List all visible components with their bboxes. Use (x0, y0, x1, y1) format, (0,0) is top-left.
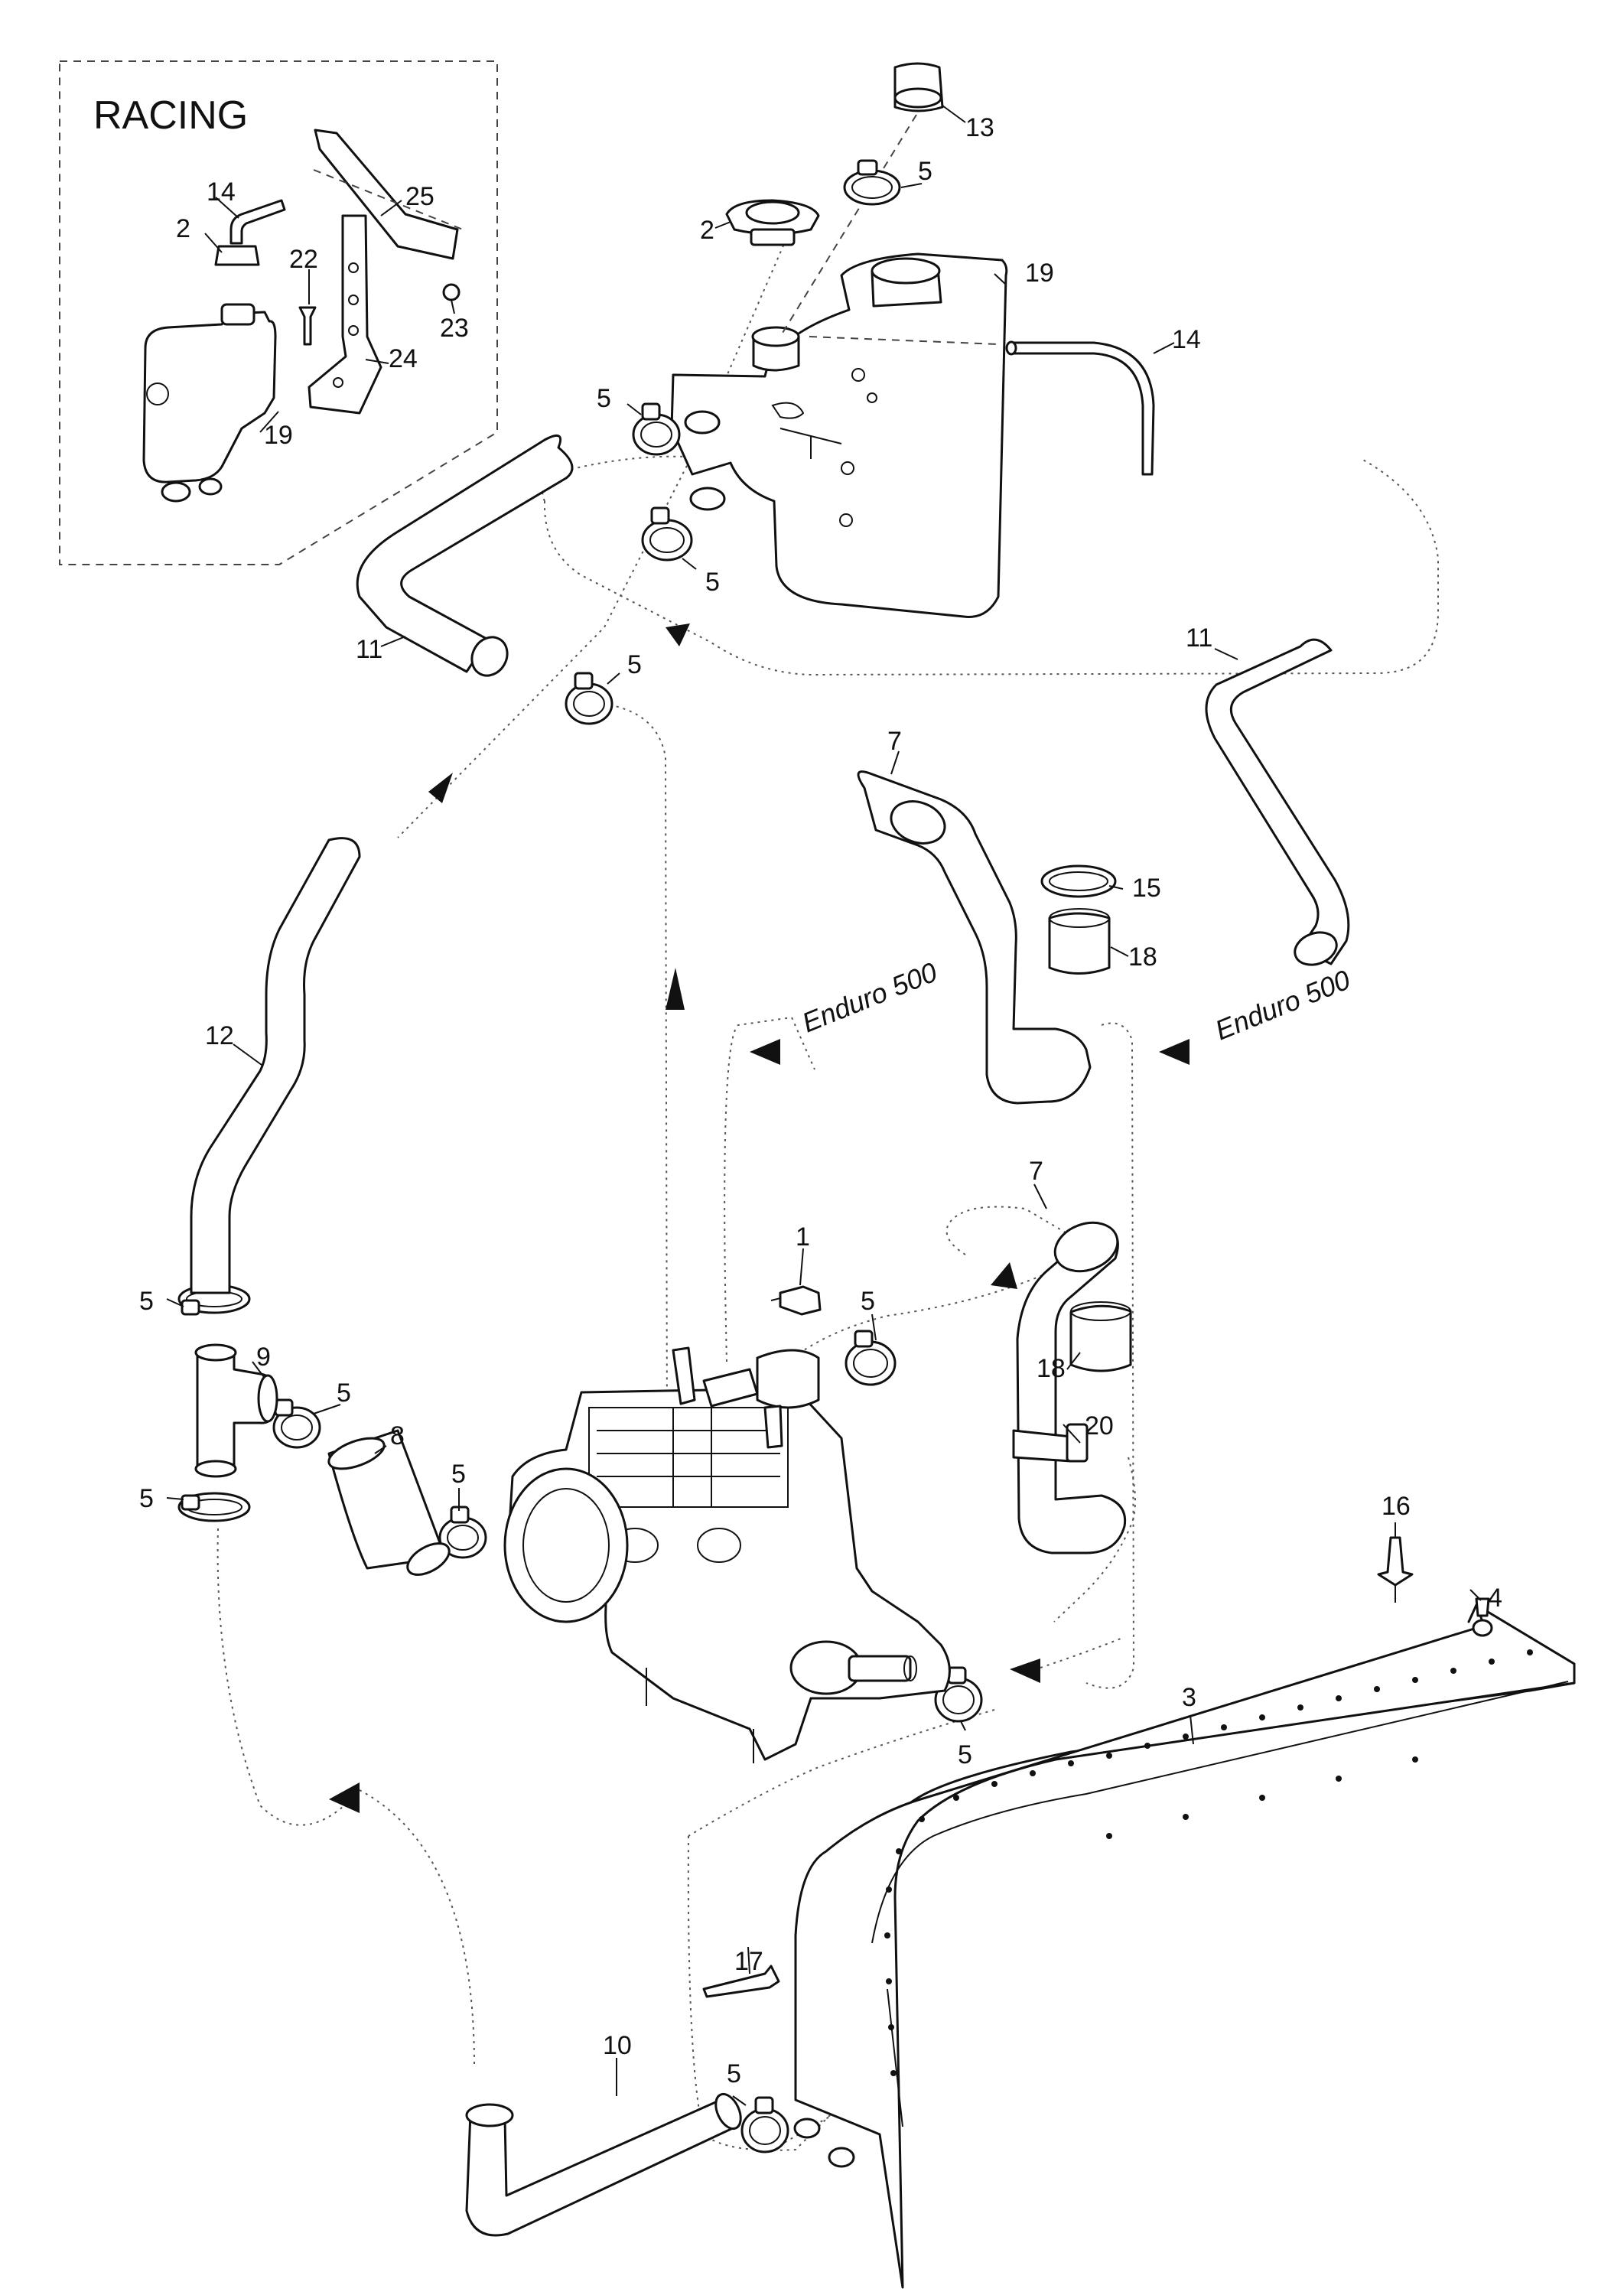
engine-block (503, 1346, 951, 1763)
racing-nut (442, 283, 461, 301)
label-5-hose8: 5 (451, 1460, 466, 1489)
racing-reservoir-outlet (161, 481, 191, 503)
screw-4 (1475, 1597, 1490, 1617)
racing-label-19: 19 (264, 421, 293, 450)
hose-12 (190, 837, 361, 1294)
reservoir-outlet-b (689, 487, 726, 511)
label-18-top: 18 (1128, 942, 1157, 972)
hose-7-middle (1016, 1222, 1127, 1554)
temperature-sensor (779, 1285, 822, 1316)
engine-flywheel-cover (503, 1467, 629, 1623)
label-5-tank-b: 5 (705, 568, 720, 597)
label-5-tee-bottom: 5 (139, 1484, 154, 1513)
small-clamp-15 (1040, 864, 1117, 898)
label-17: 17 (734, 1947, 763, 1976)
label-11-left: 11 (356, 635, 382, 664)
label-20: 20 (1085, 1411, 1114, 1440)
racing-inset: RACING 14 2 (59, 60, 498, 565)
hose-11-right (1205, 638, 1350, 965)
vent-hose (1008, 341, 1155, 476)
pressure-cap (725, 199, 820, 246)
label-3: 3 (1182, 1683, 1196, 1712)
label-10: 10 (603, 2031, 632, 2060)
racing-label-25: 25 (405, 182, 434, 211)
label-5-cap: 5 (918, 157, 932, 186)
label-8: 8 (390, 1421, 405, 1450)
radiator-rivets (884, 1649, 1533, 2076)
label-4: 4 (1488, 1584, 1502, 1613)
callout-leaders (166, 105, 1482, 2106)
racing-label-2: 2 (176, 214, 190, 243)
label-5-tank-a: 5 (597, 384, 611, 413)
radiator-inlet (793, 2118, 821, 2139)
radiator-tunnel (793, 1603, 1576, 2289)
label-11-right: 11 (1186, 623, 1212, 653)
racing-bracket-lower (308, 214, 382, 415)
note-enduro-500-b: Enduro 500 (1211, 964, 1355, 1047)
racing-label-22: 22 (289, 245, 318, 274)
label-2: 2 (700, 216, 714, 245)
radiator-outlet (828, 2147, 855, 2168)
sleeve-18-top (1048, 912, 1111, 975)
label-12: 12 (205, 1021, 234, 1050)
label-5-tee-top: 5 (139, 1287, 154, 1316)
label-5-bottom: 5 (727, 2059, 741, 2088)
hose-7-top (857, 770, 1092, 1105)
label-5-hose11: 5 (627, 650, 642, 679)
label-9: 9 (256, 1343, 271, 1372)
label-5-engine: 5 (861, 1287, 875, 1316)
label-13: 13 (965, 113, 994, 142)
racing-inset-title: RACING (93, 93, 248, 138)
rivet-17 (702, 1965, 780, 1998)
label-16: 16 (1382, 1492, 1411, 1521)
label-19: 19 (1025, 259, 1054, 288)
label-1: 1 (796, 1222, 810, 1252)
racing-inset-border (59, 60, 498, 565)
racing-reservoir (142, 311, 277, 483)
racing-label-14: 14 (207, 177, 236, 207)
label-5-tee-right: 5 (337, 1379, 351, 1408)
reservoir-outlet-a (684, 410, 721, 435)
rivet-16 (1377, 1536, 1414, 1587)
label-14: 14 (1172, 325, 1201, 354)
note-enduro-500-a: Enduro 500 (798, 956, 942, 1039)
cap-13 (893, 62, 944, 112)
coolant-reservoir (670, 252, 1008, 618)
racing-cap (214, 245, 260, 266)
racing-vent-tube (229, 199, 286, 245)
label-7-top: 7 (887, 727, 902, 756)
reservoir-body (670, 252, 1008, 618)
sleeve-18-middle (1069, 1304, 1132, 1372)
label-15: 15 (1132, 874, 1161, 903)
racing-screw (298, 306, 317, 346)
racing-label-23: 23 (440, 314, 469, 343)
racing-label-24: 24 (389, 344, 418, 373)
label-18-middle: 18 (1037, 1354, 1066, 1383)
hose-clamps (177, 159, 983, 2153)
hose-strap-20 (1012, 1429, 1072, 1463)
label-5-lower: 5 (958, 1740, 972, 1769)
racing-bracket-upper (314, 129, 459, 260)
hose-11-left (356, 434, 574, 673)
label-7-middle: 7 (1029, 1157, 1043, 1186)
radiator-body (794, 1603, 1576, 2289)
